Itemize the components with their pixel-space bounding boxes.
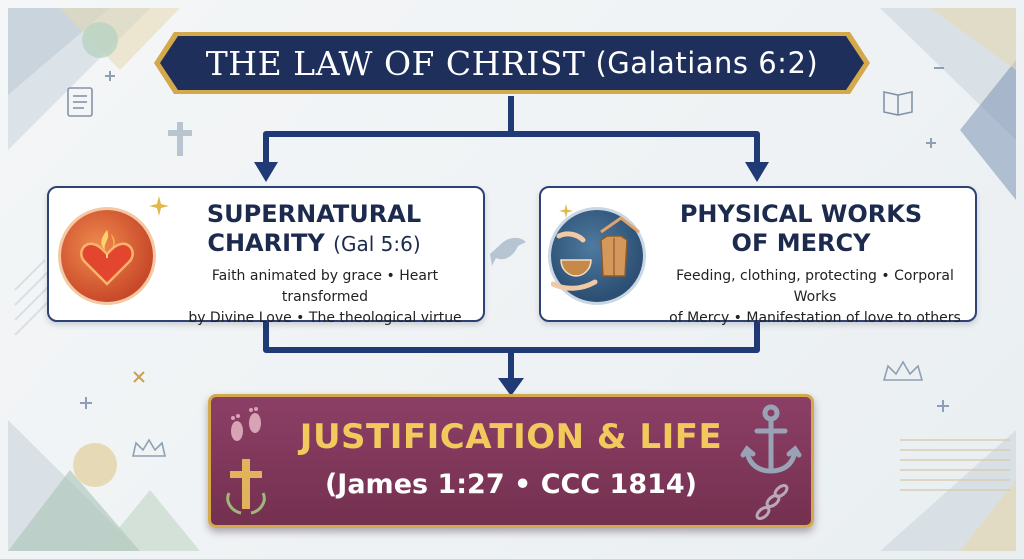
dove-icon: [490, 237, 526, 266]
title-main: THE LAW OF CHRIST: [205, 43, 586, 83]
right-card-title-line2: OF MERCY: [731, 229, 871, 257]
left-card-description: Faith animated by grace • Heart transfor…: [169, 266, 481, 329]
right-banner-icons: [740, 404, 802, 520]
left-card-title-ref: (Gal 5:6): [333, 232, 421, 256]
crown-icon: [882, 360, 924, 381]
arrow-down-right: [745, 162, 769, 182]
justification-banner: JUSTIFICATION & LIFE (James 1:27 • CCC 1…: [208, 394, 814, 528]
page-title: THE LAW OF CHRIST (Galatians 6:2): [152, 30, 872, 96]
anchor-icon: [740, 404, 802, 474]
physical-works-card: PHYSICAL WORKS OF MERCY Feeding, clothin…: [539, 186, 977, 326]
result-subtitle: (James 1:27 • CCC 1814): [324, 469, 698, 500]
left-card-desc-line1: Faith animated by grace • Heart transfor…: [211, 268, 439, 305]
right-card-title-line1: PHYSICAL WORKS: [679, 200, 923, 228]
footprints-icon: [231, 407, 261, 441]
right-card-desc-line1: Feeding, clothing, protecting • Corporal…: [676, 268, 954, 305]
result-title: JUSTIFICATION & LIFE: [299, 417, 723, 457]
left-card-desc-line2: by Divine Love • The theological virtue: [188, 310, 462, 326]
sparkle-icon-right: [559, 204, 573, 218]
right-card-desc-line2: of Mercy • Manifestation of love to othe…: [669, 310, 961, 326]
title-banner: THE LAW OF CHRIST (Galatians 6:2): [152, 30, 872, 96]
left-banner-icons: [226, 407, 266, 515]
title-reference: (Galatians 6:2): [595, 46, 819, 80]
supernatural-charity-card: SUPERNATURAL CHARITY (Gal 5:6) Faith ani…: [47, 186, 485, 326]
right-card-description: Feeding, clothing, protecting • Corporal…: [655, 266, 975, 329]
left-card-title: SUPERNATURAL CHARITY (Gal 5:6): [179, 200, 449, 259]
cross-wreath-icon: [226, 459, 266, 515]
book-icon: [883, 91, 913, 116]
scroll-icon: [67, 87, 93, 117]
cross-icon: [168, 122, 192, 156]
title-banner-shape: [154, 32, 870, 94]
flaming-heart-icon: [61, 210, 153, 302]
left-card-title-line1: SUPERNATURAL: [206, 200, 422, 228]
crown-icon-small: [131, 438, 167, 457]
left-card-title-line2: CHARITY: [207, 229, 325, 257]
broken-chain-icon: [755, 484, 789, 520]
arrow-down-left: [254, 162, 278, 182]
right-card-title: PHYSICAL WORKS OF MERCY: [651, 200, 951, 258]
arrow-down-center: [498, 378, 524, 396]
hands-bowl-coat-house-icon: [550, 210, 643, 302]
sparkle-icon: [149, 196, 169, 216]
